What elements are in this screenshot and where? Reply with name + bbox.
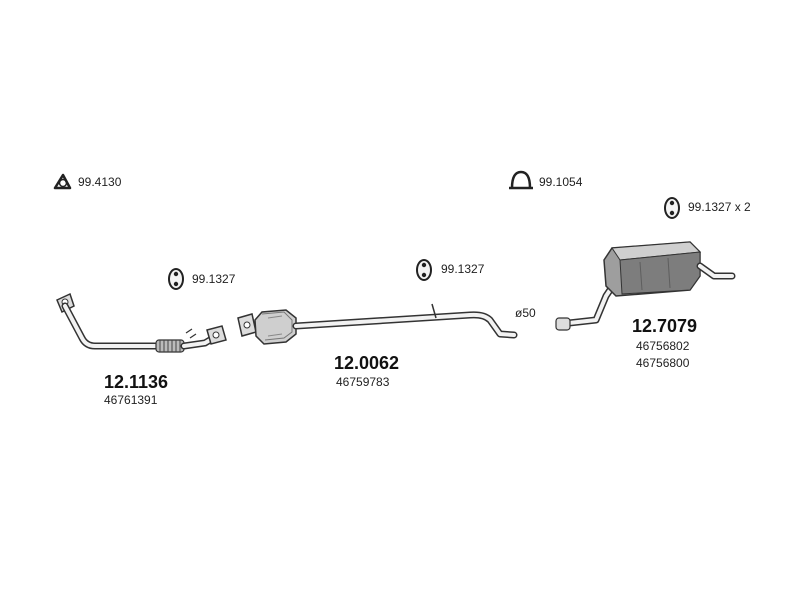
accessory-code: 99.4130 — [78, 175, 122, 189]
part-number: 12.7079 — [632, 316, 698, 336]
rubber-mount-icon — [416, 259, 432, 281]
accessory-code: 99.1054 — [539, 175, 583, 189]
rear-silencer-icon — [555, 241, 736, 331]
oe-number: 46761391 — [104, 393, 158, 407]
oe-number: 46759783 — [336, 375, 390, 389]
front-pipe-icon — [56, 292, 227, 353]
accessory-code: 99.1327 — [441, 262, 485, 276]
catalytic-converter-pipe-icon — [237, 303, 518, 345]
clamp-icon — [509, 170, 533, 190]
gasket-icon — [53, 173, 72, 190]
part-number: 12.0062 — [334, 353, 400, 373]
oe-number: 46756802 — [636, 339, 690, 353]
oe-number: 46756800 — [636, 356, 690, 370]
accessory-code: 99.1327 x 2 — [688, 200, 751, 214]
diameter-label: ø50 — [515, 306, 536, 320]
accessory-code: 99.1327 — [192, 272, 236, 286]
part-number: 12.1136 — [104, 372, 169, 392]
rubber-mount-icon — [664, 197, 680, 219]
rubber-mount-icon — [168, 268, 184, 290]
